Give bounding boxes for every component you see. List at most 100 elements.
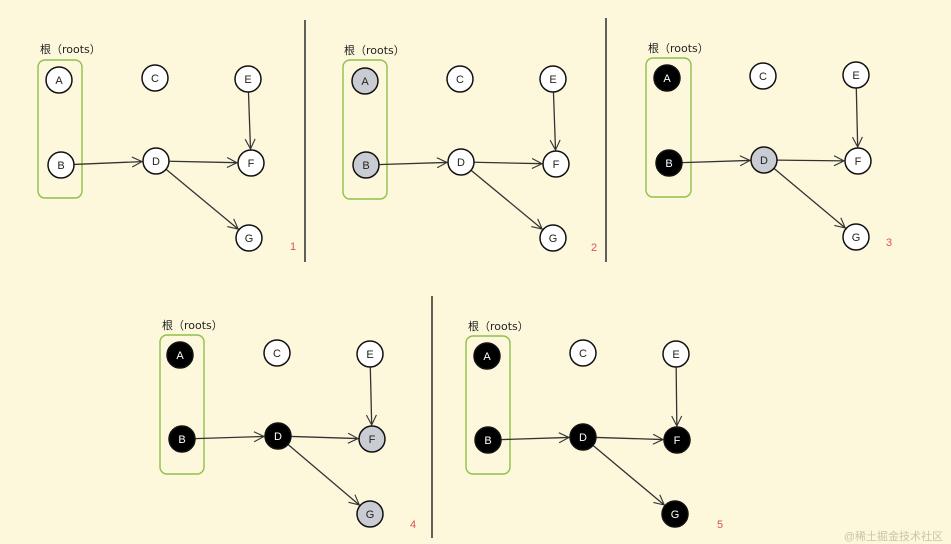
node-b: B — [474, 426, 502, 454]
roots-box — [645, 57, 692, 198]
node-e: E — [662, 340, 690, 368]
step-number: 1 — [290, 241, 296, 253]
node-circle — [663, 426, 691, 454]
roots-label: 根（roots） — [162, 318, 223, 332]
node-circle — [653, 64, 681, 92]
node-label: C — [456, 74, 464, 86]
node-circle — [474, 426, 502, 454]
node-label: A — [176, 350, 184, 362]
node-g: G — [356, 500, 384, 528]
node-circle — [142, 147, 170, 175]
node-d: D — [142, 147, 170, 175]
edge-d-f — [168, 161, 237, 162]
node-label: G — [549, 233, 558, 245]
edge-b-d — [194, 436, 264, 438]
edge-d-f — [290, 436, 358, 438]
node-circle — [264, 422, 292, 450]
node-a: A — [473, 342, 501, 370]
node-circle — [358, 425, 386, 453]
node-circle — [237, 149, 265, 177]
node-c: C — [749, 62, 777, 90]
node-circle — [542, 150, 570, 178]
node-label: A — [483, 351, 491, 363]
node-c: C — [263, 339, 291, 367]
node-circle — [235, 224, 263, 252]
node-circle — [168, 425, 196, 453]
node-circle — [447, 148, 475, 176]
node-g: G — [842, 223, 870, 251]
node-c: C — [446, 65, 474, 93]
edge-e-f — [248, 91, 250, 149]
node-label: E — [366, 349, 373, 361]
edge-d-g — [470, 169, 542, 229]
roots-box — [37, 59, 83, 199]
node-circle — [356, 340, 384, 368]
node-b: B — [352, 151, 380, 179]
edge-e-f — [553, 91, 555, 150]
node-circle — [166, 341, 194, 369]
node-label: D — [152, 156, 160, 168]
node-label: C — [273, 348, 281, 360]
node-circle — [351, 67, 379, 95]
node-label: E — [672, 349, 679, 361]
node-d: D — [264, 422, 292, 450]
step-number: 4 — [410, 519, 416, 531]
node-label: E — [852, 70, 859, 82]
node-circle — [47, 151, 75, 179]
node-label: B — [178, 434, 185, 446]
node-circle — [45, 66, 73, 94]
node-label: A — [55, 75, 63, 87]
node-circle — [356, 500, 384, 528]
edge-d-g — [165, 168, 238, 229]
node-label: A — [361, 76, 369, 88]
node-d: D — [569, 423, 597, 451]
node-circle — [661, 500, 689, 528]
node-d: D — [750, 146, 778, 174]
node-label: F — [369, 434, 376, 446]
node-f: F — [542, 150, 570, 178]
node-circle — [539, 224, 567, 252]
node-label: G — [245, 233, 254, 245]
node-label: G — [366, 509, 375, 521]
node-label: C — [759, 71, 767, 83]
node-circle — [141, 64, 169, 92]
node-g: G — [661, 500, 689, 528]
node-label: D — [274, 431, 282, 443]
node-label: F — [248, 158, 255, 170]
node-label: E — [244, 74, 251, 86]
node-circle — [750, 146, 778, 174]
roots-box — [342, 59, 388, 200]
node-label: B — [484, 435, 491, 447]
roots-label: 根（roots） — [648, 41, 709, 55]
node-circle — [352, 151, 380, 179]
node-label: D — [760, 155, 768, 167]
step-number: 5 — [717, 519, 723, 531]
node-label: F — [674, 435, 681, 447]
node-label: E — [549, 74, 556, 86]
edge-e-f — [370, 366, 371, 425]
node-e: E — [842, 61, 870, 89]
node-g: G — [235, 224, 263, 252]
node-circle — [263, 339, 291, 367]
roots-box — [159, 334, 205, 475]
node-circle — [539, 65, 567, 93]
node-circle — [655, 149, 683, 177]
node-circle — [842, 223, 870, 251]
node-label: B — [665, 158, 672, 170]
node-circle — [446, 65, 474, 93]
node-b: B — [655, 149, 683, 177]
node-c: C — [569, 339, 597, 367]
node-circle — [662, 340, 690, 368]
node-a: A — [45, 66, 73, 94]
roots-label: 根（roots） — [468, 319, 529, 333]
edge-b-d — [681, 160, 750, 162]
step-number: 3 — [886, 237, 892, 249]
node-label: F — [553, 159, 560, 171]
node-circle — [473, 342, 501, 370]
panel-step-4: 根（roots） A B C D E F G 4 — [159, 318, 416, 531]
node-a: A — [166, 341, 194, 369]
